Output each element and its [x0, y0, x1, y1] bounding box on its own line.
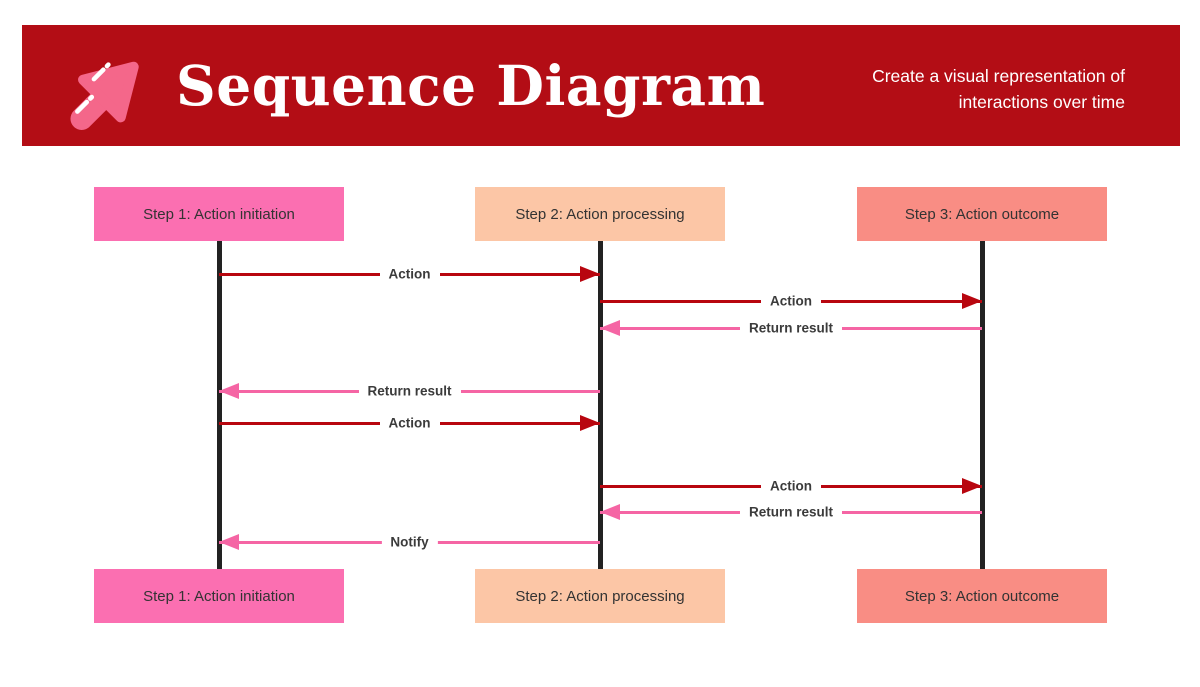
- actor-box-step1-top: Step 1: Action initiation: [94, 187, 344, 241]
- message-label: Notify: [381, 533, 438, 551]
- arrow-up-right-icon: [70, 61, 139, 130]
- message-label: Action: [379, 265, 440, 283]
- message-label: Return result: [739, 503, 843, 521]
- arrowhead-icon: [580, 415, 600, 431]
- arrowhead-icon: [580, 266, 600, 282]
- arrowhead-icon: [219, 534, 239, 550]
- lifeline-step2: [597, 240, 603, 569]
- lifeline-step3: [979, 240, 985, 569]
- message-label: Action: [379, 414, 440, 432]
- arrowhead-icon: [600, 504, 620, 520]
- header-banner: Sequence Diagram Create a visual represe…: [22, 25, 1180, 146]
- actor-box-step3-bottom: Step 3: Action outcome: [857, 569, 1107, 623]
- lifeline-step1: [216, 240, 222, 569]
- actor-box-step2-bottom: Step 2: Action processing: [475, 569, 725, 623]
- message-label: Action: [761, 292, 821, 310]
- actor-box-step3-top: Step 3: Action outcome: [857, 187, 1107, 241]
- arrowhead-icon: [219, 383, 239, 399]
- page-subtitle: Create a visual representation of intera…: [872, 66, 1125, 112]
- message-label: Return result: [739, 319, 843, 337]
- arrowhead-icon: [962, 293, 982, 309]
- message-label: Return result: [358, 382, 461, 400]
- page-title: Sequence Diagram: [176, 53, 766, 118]
- message-label: Action: [761, 477, 821, 495]
- arrowhead-icon: [962, 478, 982, 494]
- arrowhead-icon: [600, 320, 620, 336]
- actor-box-step2-top: Step 2: Action processing: [475, 187, 725, 241]
- actor-box-step1-bottom: Step 1: Action initiation: [94, 569, 344, 623]
